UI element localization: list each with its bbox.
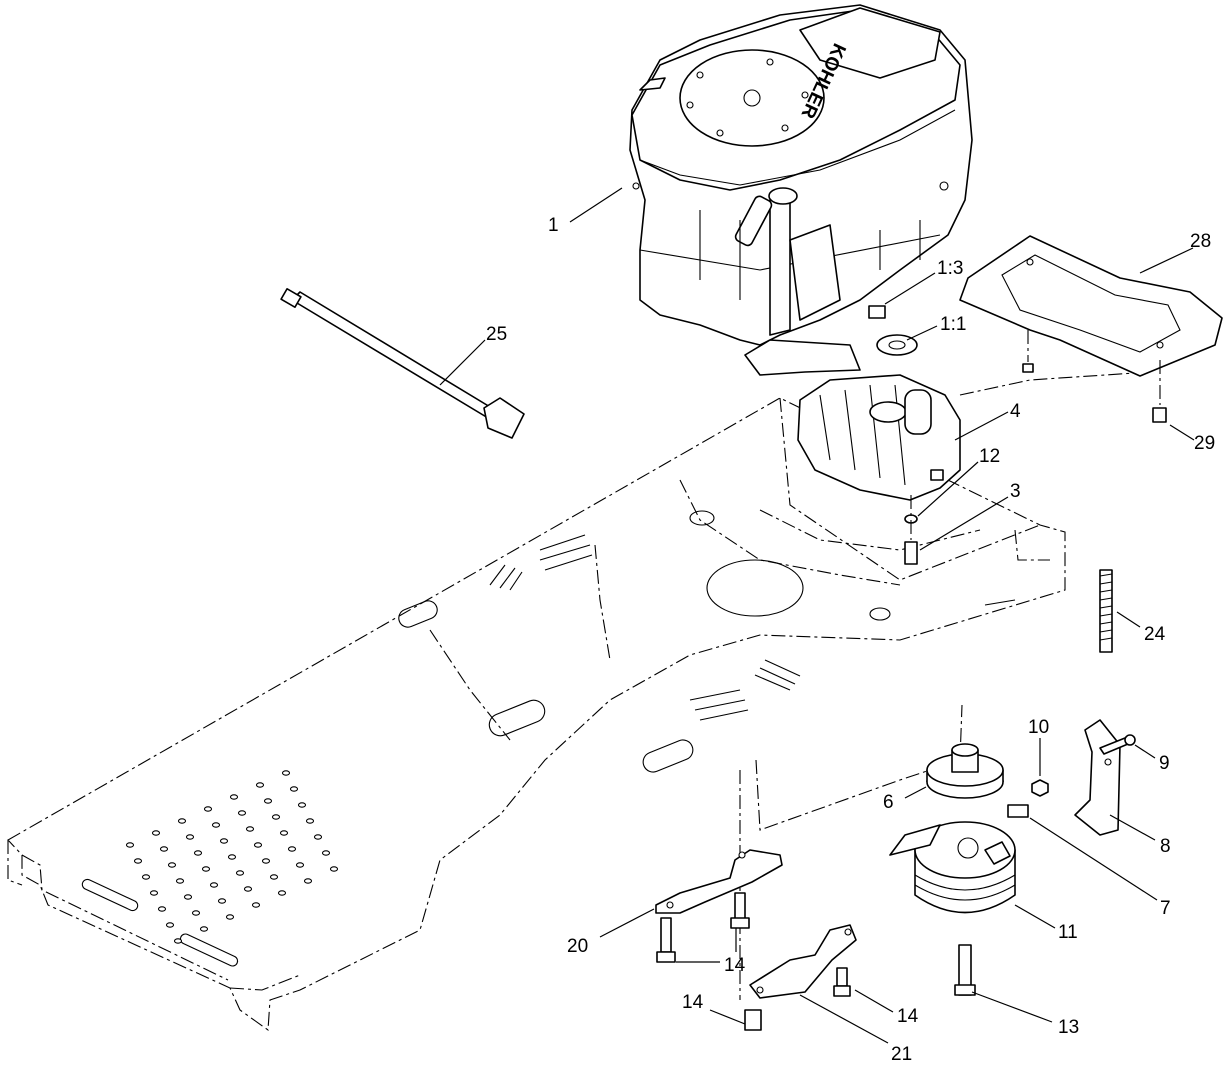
frame-hole: [219, 838, 229, 844]
muffler: [797, 374, 961, 501]
callout-13: 13: [1058, 1017, 1079, 1038]
muffler-bolt: [904, 495, 918, 565]
pulley: [926, 743, 1004, 799]
frame-hole: [269, 874, 279, 880]
callout-24: 24: [1144, 624, 1166, 645]
bracket-screw: [1099, 734, 1136, 755]
hex-nut: [1031, 779, 1049, 797]
frame-hole: [303, 878, 313, 884]
bolts-14: [656, 892, 851, 1031]
frame-hole: [329, 866, 339, 872]
frame-hole: [263, 798, 273, 804]
clutch-bolt: [954, 944, 976, 996]
frame-hole: [279, 830, 289, 836]
spark-plug-cap: [868, 305, 886, 319]
threaded-rod: [1099, 569, 1113, 653]
leader-lines: [439, 187, 1195, 1044]
callout-1-1: 1:1: [940, 314, 966, 335]
callout-3: 3: [1010, 481, 1021, 502]
frame-chassis: [7, 371, 1151, 1032]
frame-hole: [165, 922, 175, 928]
callout-14-a: 14: [724, 955, 746, 976]
callout-1-3: 1:3: [937, 258, 963, 279]
frame-hole: [217, 898, 227, 904]
heat-shield-plate: [959, 235, 1223, 377]
callout-21: 21: [891, 1044, 912, 1065]
frame-hole: [183, 894, 193, 900]
frame-hole: [175, 878, 185, 884]
callout-14-c: 14: [682, 992, 704, 1013]
frame-hole: [287, 846, 297, 852]
frame-hole: [229, 794, 239, 800]
callout-20: 20: [567, 936, 588, 957]
callout-11: 11: [1058, 922, 1078, 943]
frame-hole: [297, 802, 307, 808]
frame-hole-grid: [125, 770, 339, 944]
frame-hole: [225, 914, 235, 920]
frame-hole: [151, 830, 161, 836]
mount-bracket-20: [655, 849, 783, 914]
frame-hole: [251, 902, 261, 908]
frame-hole: [281, 770, 291, 776]
frame-hole: [203, 806, 213, 812]
callout-9: 9: [1159, 753, 1170, 774]
frame-hole: [185, 834, 195, 840]
frame-hole: [193, 850, 203, 856]
electric-clutch: [889, 821, 1016, 914]
mount-bracket-21: [749, 924, 857, 999]
callout-10: 10: [1028, 717, 1049, 738]
frame-hole: [237, 810, 247, 816]
frame-hole: [261, 858, 271, 864]
callout-1: 1: [548, 215, 559, 236]
frame-hole: [277, 890, 287, 896]
frame-hole: [305, 818, 315, 824]
frame-hole: [141, 874, 151, 880]
screw-29-upper: [1022, 363, 1034, 373]
frame-hole: [295, 862, 305, 868]
callout-8: 8: [1160, 836, 1171, 857]
frame-hole: [149, 890, 159, 896]
callout-6: 6: [883, 792, 894, 813]
frame-hole: [211, 822, 221, 828]
frame-hole: [201, 866, 211, 872]
frame-hole: [125, 842, 135, 848]
clutch-bracket: [1074, 719, 1121, 836]
callout-29: 29: [1194, 433, 1215, 454]
frame-hole: [271, 814, 281, 820]
callout-12: 12: [979, 446, 1000, 467]
callout-labels: 1 28 1:3 1:1 25 4 29 12 3 24 10 9 6 8 7 …: [486, 215, 1215, 1065]
frame-hole: [159, 846, 169, 852]
frame-hole: [199, 926, 209, 932]
engine: KOHLER: [629, 4, 973, 376]
frame-hole: [245, 826, 255, 832]
frame-hole: [227, 854, 237, 860]
callout-25: 25: [486, 324, 507, 345]
frame-hole: [289, 786, 299, 792]
callout-28: 28: [1190, 231, 1211, 252]
frame-hole: [177, 818, 187, 824]
frame-hole: [209, 882, 219, 888]
callout-14-b: 14: [897, 1006, 919, 1027]
frame-hole: [167, 862, 177, 868]
frame-hole: [313, 834, 323, 840]
frame-hole: [191, 910, 201, 916]
frame-hole: [235, 870, 245, 876]
frame-hole: [255, 782, 265, 788]
frame-hole: [321, 850, 331, 856]
frame-hole: [243, 886, 253, 892]
clutch-spacer: [1007, 804, 1029, 818]
extension-bar: [280, 288, 525, 439]
frame-hole: [173, 938, 183, 944]
frame-hole: [133, 858, 143, 864]
callout-7: 7: [1160, 898, 1171, 919]
callout-4: 4: [1010, 401, 1021, 422]
frame-hole: [157, 906, 167, 912]
frame-hole: [253, 842, 263, 848]
screw-29: [1027, 330, 1167, 423]
